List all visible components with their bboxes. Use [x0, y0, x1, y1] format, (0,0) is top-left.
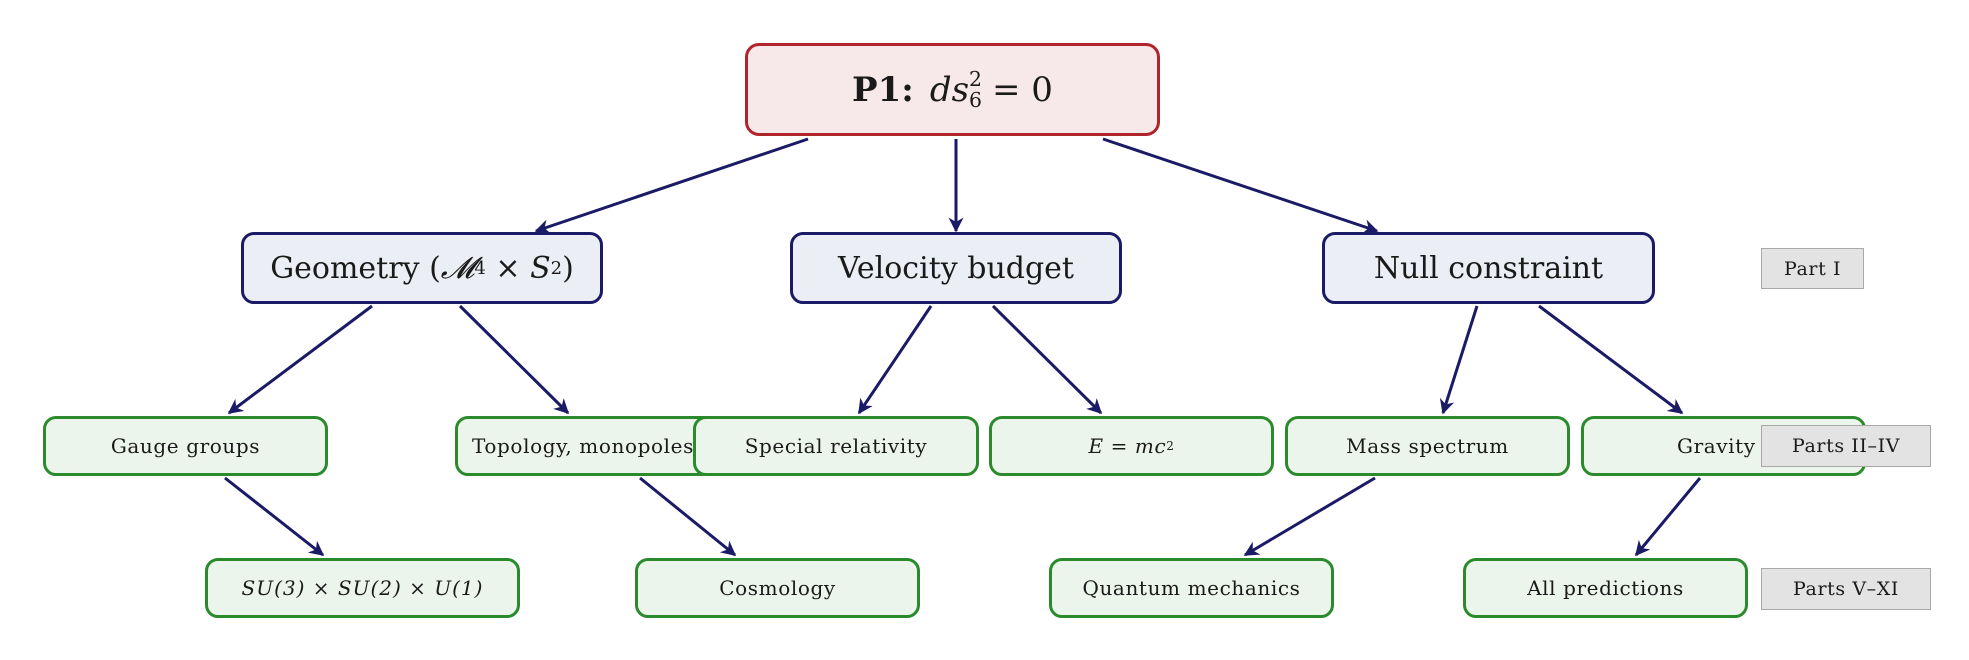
- node-cosmology: Cosmology: [635, 558, 920, 618]
- topology-text: Topology, monopoles: [472, 434, 694, 458]
- node-topology: Topology, monopoles: [455, 416, 740, 476]
- geometry-times: ×: [485, 250, 531, 286]
- node-quantum-mechanics: Quantum mechanics: [1049, 558, 1334, 618]
- quantum-text: Quantum mechanics: [1082, 576, 1301, 600]
- tag-parts-v-xi: Parts V–XI: [1761, 568, 1931, 610]
- predictions-text: All predictions: [1527, 576, 1684, 600]
- root-formula-base: ds: [929, 69, 970, 110]
- root-formula-indices: 2 6: [969, 69, 982, 110]
- geometry-sup1: 4: [474, 257, 486, 279]
- gravity-text: Gravity: [1677, 434, 1756, 458]
- edge-geometry-topology: [458, 304, 570, 415]
- geometry-close: ): [562, 250, 574, 286]
- tag-parts-ii-iv: Parts II–IV: [1761, 425, 1931, 467]
- edge-root-geometry: [534, 137, 809, 234]
- edge-root-null: [1102, 137, 1379, 234]
- edge-null-gravity: [1538, 304, 1684, 415]
- edge-null-mass: [1439, 305, 1479, 415]
- null-text: Null constraint: [1373, 250, 1604, 286]
- node-gauge-group-product: SU(3) × SU(2) × U(1): [205, 558, 520, 618]
- edge-velocity-emc2: [991, 304, 1103, 415]
- emc2-text: E = mc: [1088, 434, 1167, 458]
- geometry-text: Geometry (: [270, 250, 441, 286]
- root-node-p1: P1: ds 2 6 = 0: [745, 43, 1160, 136]
- edge-mass-quantum: [1243, 476, 1376, 557]
- tag-parts-v-xi-text: Parts V–XI: [1792, 578, 1900, 600]
- special-text: Special relativity: [744, 434, 928, 458]
- geometry-sphere: S: [530, 250, 551, 286]
- root-formula-rhs: = 0: [992, 69, 1053, 110]
- node-velocity-budget: Velocity budget: [790, 232, 1122, 304]
- edge-topology-cosmology: [639, 476, 737, 557]
- root-formula-subscript: 6: [969, 87, 983, 112]
- tag-parts-ii-iv-text: Parts II–IV: [1791, 435, 1901, 457]
- tag-part-i-text: Part I: [1783, 257, 1842, 280]
- node-gauge-groups: Gauge groups: [43, 416, 328, 476]
- edge-geometry-gauge: [227, 304, 373, 415]
- root-label: P1:: [852, 69, 914, 110]
- velocity-text: Velocity budget: [837, 250, 1074, 286]
- su3-text: SU(3) × SU(2) × U(1): [241, 576, 484, 600]
- node-all-predictions: All predictions: [1463, 558, 1748, 618]
- edge-gauge-su3: [224, 476, 325, 557]
- node-null-constraint: Null constraint: [1322, 232, 1655, 304]
- cosmology-text: Cosmology: [719, 576, 836, 600]
- root-formula-superscript: 2: [969, 67, 983, 92]
- gauge-text: Gauge groups: [110, 434, 261, 458]
- node-mass-spectrum: Mass spectrum: [1285, 416, 1570, 476]
- node-special-relativity: Special relativity: [693, 416, 979, 476]
- geometry-sup2: 2: [550, 257, 563, 279]
- geometry-manifold: 𝓜: [440, 250, 475, 286]
- mass-text: Mass spectrum: [1346, 434, 1509, 458]
- tag-part-i: Part I: [1761, 248, 1864, 289]
- emc2-sup: 2: [1166, 439, 1175, 453]
- edge-gravity-predictions: [1634, 477, 1702, 557]
- edge-velocity-special: [857, 305, 933, 415]
